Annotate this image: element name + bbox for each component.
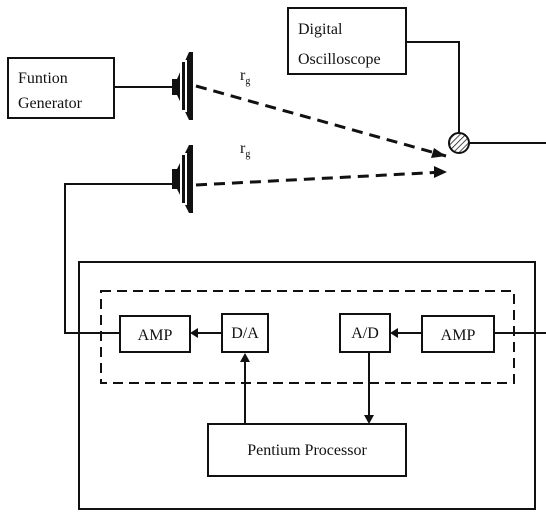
- upper-speaker-icon: [172, 52, 193, 120]
- digital-oscilloscope-label-line1: Digital: [298, 21, 343, 38]
- amp-to-lower-speaker-wire: [64, 183, 172, 334]
- upper-acoustic-path: [195, 84, 447, 158]
- amp-left-box: [119, 315, 191, 353]
- processor-label: Pentium Processor: [247, 442, 367, 459]
- amp-right-label: AMP: [441, 327, 476, 344]
- da-label: D/A: [231, 325, 259, 342]
- amp-to-ad-arrowhead: [390, 328, 398, 338]
- digital-oscilloscope-label-line2: Oscilloscope: [298, 51, 381, 68]
- lower-acoustic-path: [195, 170, 445, 187]
- ad-to-processor-arrowhead: [364, 415, 374, 424]
- oscilloscope-to-microphone-wire: [406, 41, 460, 133]
- function-generator-label-line1: Funtion: [18, 70, 68, 87]
- lower-path-label: rg: [240, 140, 250, 160]
- controller-enclosure: [78, 261, 536, 510]
- processor-box: [207, 423, 407, 477]
- microphone-icon: [448, 132, 470, 154]
- lower-speaker-icon: [172, 145, 193, 213]
- processor-to-da-arrowhead: [240, 353, 250, 362]
- upper-path-label: rg: [240, 67, 250, 87]
- ad-label: A/D: [351, 325, 379, 342]
- lower-acoustic-path-arrowhead: [434, 166, 447, 178]
- function-generator-label-line2: Generator: [18, 95, 83, 112]
- io-board-dashed-region: [100, 290, 515, 384]
- da-to-amp-arrowhead: [190, 328, 198, 338]
- upper-acoustic-path-arrowhead: [431, 148, 446, 158]
- amp-left-label: AMP: [138, 327, 173, 344]
